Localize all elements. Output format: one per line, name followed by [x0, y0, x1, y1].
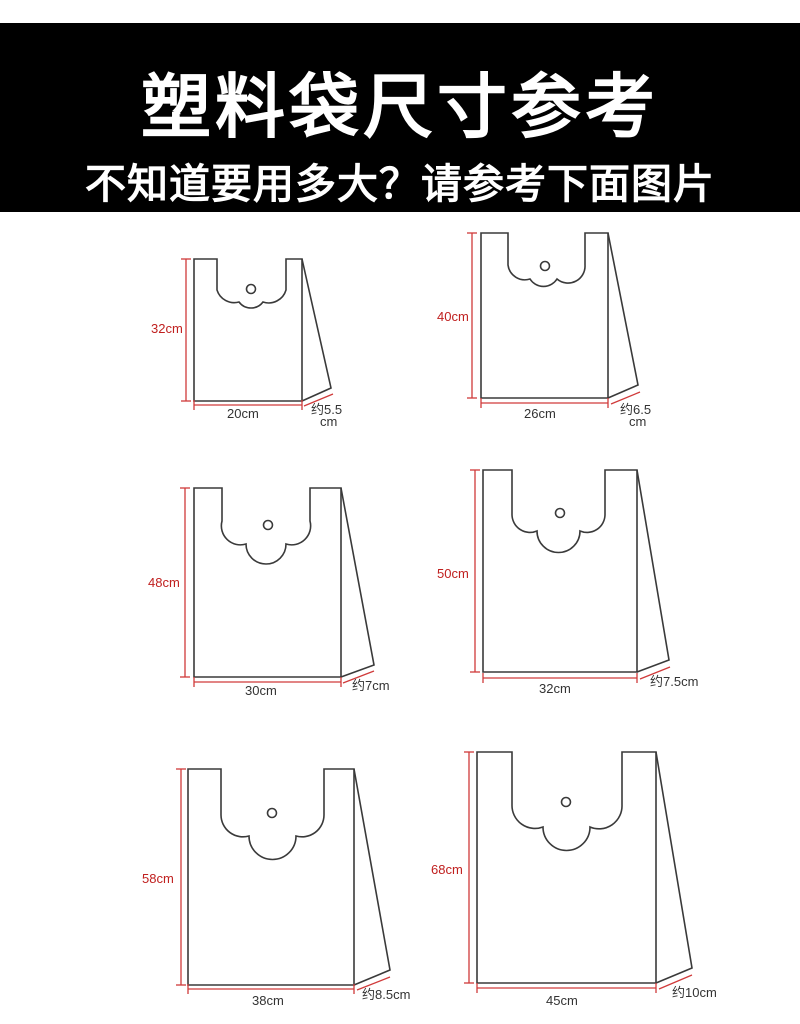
width-label: 30cm: [245, 683, 277, 698]
bag-outline: [480, 232, 609, 399]
side-label: 约6.5: [620, 402, 651, 417]
hang-hole: [245, 283, 257, 295]
bag-32x20: 32cm 20cm 约5.5 cm: [151, 258, 342, 429]
bag-outline: [193, 258, 303, 402]
hang-hole: [266, 807, 278, 819]
side-dimension-line: [342, 670, 375, 684]
bag-gusset: [636, 469, 670, 673]
bag-48x30: 48cm 30cm 约7cm: [148, 487, 390, 698]
side-unit-label: cm: [320, 414, 337, 429]
bag-58x38: 58cm 38cm 约8.5cm: [142, 768, 410, 1008]
width-label: 20cm: [227, 406, 259, 421]
side-dimension-line: [639, 666, 671, 680]
width-label: 38cm: [252, 993, 284, 1008]
hang-hole: [262, 519, 274, 531]
side-label: 约7.5cm: [650, 674, 698, 689]
height-label: 58cm: [142, 871, 174, 886]
bag-gusset: [340, 487, 375, 678]
page-subtitle: 不知道要用多大？请参考下面图片: [85, 160, 715, 208]
bag-gusset: [607, 232, 639, 399]
side-dimension-line: [658, 974, 693, 990]
bag-outline: [476, 751, 657, 984]
side-dimension-line: [610, 391, 641, 405]
side-label: 约8.5cm: [362, 987, 410, 1002]
side-label: 约7cm: [352, 678, 390, 693]
height-label: 68cm: [431, 862, 463, 877]
side-dimension-line: [303, 393, 334, 407]
height-label: 32cm: [151, 321, 183, 336]
height-label: 50cm: [437, 566, 469, 581]
bag-68x45: 68cm 45cm 约10cm: [431, 751, 717, 1008]
bag-outline: [193, 487, 342, 678]
height-label: 48cm: [148, 575, 180, 590]
bag-50x32: 50cm 32cm 约7.5cm: [437, 469, 698, 696]
hang-hole: [560, 796, 572, 808]
width-label: 45cm: [546, 993, 578, 1008]
hang-hole: [539, 260, 551, 272]
width-label: 26cm: [524, 406, 556, 421]
side-dimension-line: [356, 976, 391, 991]
width-label: 32cm: [539, 681, 571, 696]
page-title: 塑料袋尺寸参考: [141, 66, 659, 148]
height-label: 40cm: [437, 309, 469, 324]
side-label: 约10cm: [672, 985, 717, 1000]
bag-40x26: 40cm 26cm 约6.5 cm: [437, 232, 651, 429]
side-unit-label: cm: [629, 414, 646, 429]
hang-hole: [554, 507, 566, 519]
side-label: 约5.5: [311, 402, 342, 417]
bag-outline: [187, 768, 355, 986]
header-banner: 塑料袋尺寸参考 不知道要用多大？请参考下面图片: [0, 23, 800, 212]
bag-gusset: [353, 768, 391, 986]
bag-gusset: [655, 751, 693, 984]
bag-outline: [482, 469, 638, 673]
bag-gusset: [301, 258, 332, 402]
